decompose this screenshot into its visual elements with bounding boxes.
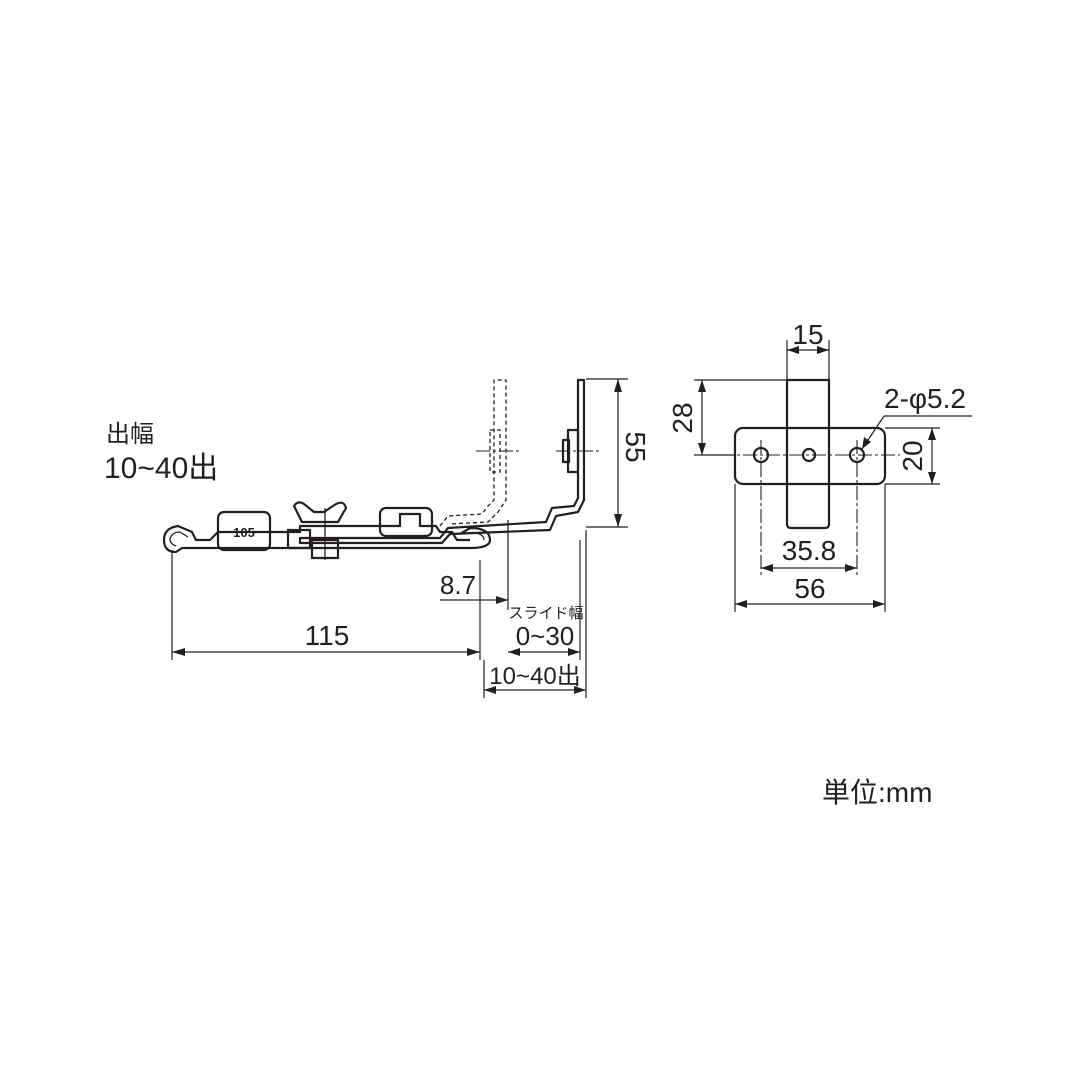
- projection-range: 10~40出: [104, 452, 218, 485]
- dim-55-arrow-bottom: [614, 514, 622, 527]
- dim-35-8-arrow-right: [845, 564, 857, 572]
- dim-20-arrow-top: [928, 428, 936, 440]
- projection-title: 出幅: [106, 421, 154, 448]
- upright-tab: [785, 378, 831, 530]
- dim-20-arrow-bottom: [928, 472, 936, 484]
- dim-15-arrow-right: [817, 346, 829, 354]
- dim-35-8-arrow-left: [761, 564, 773, 572]
- bolt-block: [286, 528, 312, 550]
- dim-projection-label: 10~40出: [489, 663, 580, 690]
- dim-proj-arrow-left: [484, 686, 496, 694]
- stopper-block: [378, 506, 434, 538]
- slide-title: スライド幅: [508, 605, 583, 622]
- dim-56-arrow-left: [735, 600, 747, 608]
- dim-proj-arrow-right: [574, 686, 586, 694]
- side-view: 105 55 115 8.7 スライド幅 0~30: [104, 378, 651, 698]
- slide-range: 0~30: [516, 621, 575, 651]
- dim-tab-width-label: 15: [792, 319, 823, 350]
- wing-nut-icon: [292, 501, 348, 524]
- dim-hole-pitch-label: 35.8: [782, 535, 837, 566]
- label-plate: [216, 510, 272, 552]
- dim-15-arrow-left: [787, 346, 799, 354]
- dim-length-label: 115: [305, 620, 350, 651]
- dim-28-arrow-top: [698, 380, 706, 392]
- dim-height-label: 55: [620, 431, 651, 462]
- label-plate-mark: 105: [233, 525, 255, 540]
- dim-8-7-arrow: [496, 596, 508, 604]
- rail-outer: [162, 512, 492, 554]
- front-view: 15 28 2-φ5.2 20 35.8 56: [667, 319, 972, 612]
- bracket-arm-solid: [298, 378, 586, 545]
- dim-slide-arrow-right: [568, 648, 580, 656]
- dim-hole-note-label: 2-φ5.2: [884, 383, 966, 414]
- dim-115-arrow-right: [467, 648, 480, 656]
- dim-slide-arrow-left: [508, 648, 520, 656]
- dim-28-arrow-bottom: [698, 443, 706, 455]
- dim-plate-height-label: 20: [897, 440, 928, 471]
- base-plate: [733, 426, 887, 486]
- dim-plate-width-label: 56: [794, 573, 825, 604]
- dim-55-arrow-top: [614, 379, 622, 392]
- bracket-arm-dashed: [439, 379, 507, 527]
- dim-115-arrow-left: [172, 648, 185, 656]
- hole-leader-arrow: [862, 437, 871, 449]
- unit-note: 単位:mm: [822, 777, 932, 808]
- dim-tab-height-label: 28: [667, 402, 698, 433]
- dim-56-arrow-right: [873, 600, 885, 608]
- dim-offset-label: 8.7: [440, 570, 476, 600]
